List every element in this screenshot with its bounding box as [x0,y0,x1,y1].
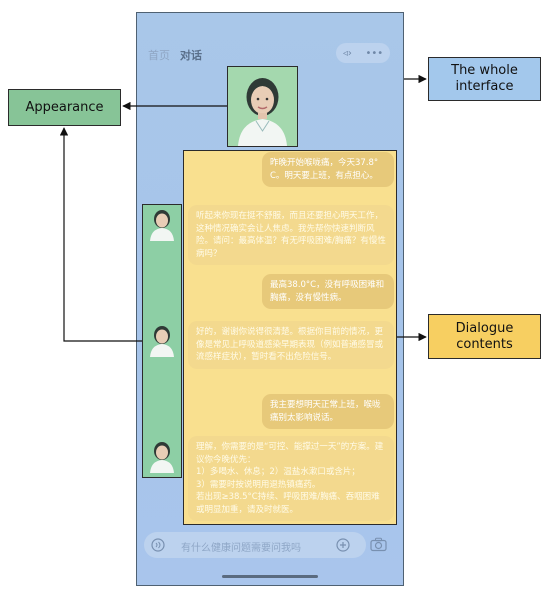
label-whole-interface: The whole interface [428,57,541,101]
assistant-line: 1）多喝水、休息；2）温盐水漱口或含片； [196,467,360,477]
assistant-line: 3）需要时按说明用退热镇痛药。 [196,479,321,490]
nav-action-pill[interactable]: ◃› ••• [336,43,390,63]
appearance-avatar-box [227,66,298,147]
chat-input-placeholder[interactable]: 有什么健康问题需要问我吗 [181,543,301,554]
avatar-portrait-icon [228,67,297,146]
small-avatar-icon [150,210,174,241]
assistant-message-3: 理解，你需要的是“可控、能撑过一天”的方案。建议你今晚优先： 1）多喝水、休息；… [188,436,394,521]
chat-input-bar[interactable] [144,532,366,558]
label-appearance: Appearance [8,89,121,126]
assistant-avatar-strip [142,204,182,478]
nav-tab-home[interactable]: 首页 [148,49,170,62]
small-avatar-icon [150,326,174,357]
plus-icon[interactable] [336,538,350,552]
arrow-strip-to-appearance [59,127,142,342]
label-dialogue-contents: Dialogue contents [428,314,541,359]
assistant-line: 若出现≥38.5°C持续、呼吸困难/胸痛、吞咽困难或明显加重，请及时就医。 [196,492,380,515]
nav-tab-dialogue[interactable]: 对话 [180,49,202,62]
more-icon[interactable]: ••• [365,47,384,59]
small-avatar-icon [150,442,174,473]
assistant-message-2: 好的，谢谢你说得很清楚。根据你目前的情况，更像是常见上呼吸道感染早期表现（例如普… [188,321,394,369]
user-message-3: 我主要想明天正常上班，喉咙痛别太影响说话。 [262,394,394,429]
camera-icon[interactable] [370,537,387,552]
user-message-2: 最高38.0°C，没有呼吸困难和胸痛，没有慢性病。 [262,274,394,309]
assistant-message-1: 听起来你现在挺不舒服，而且还要担心明天工作，这种情况确实会让人焦虑。我先帮你快速… [188,205,394,265]
voice-icon[interactable] [151,538,165,552]
assistant-line: 理解，你需要的是“可控、能撑过一天”的方案。建议你今晚优先： [196,442,384,465]
home-indicator[interactable] [222,575,318,578]
user-message-1: 昨晚开始喉咙痛，今天37.8°C。明天要上班，有点担心。 [262,152,394,187]
speaker-icon[interactable]: ◃› [342,47,352,59]
